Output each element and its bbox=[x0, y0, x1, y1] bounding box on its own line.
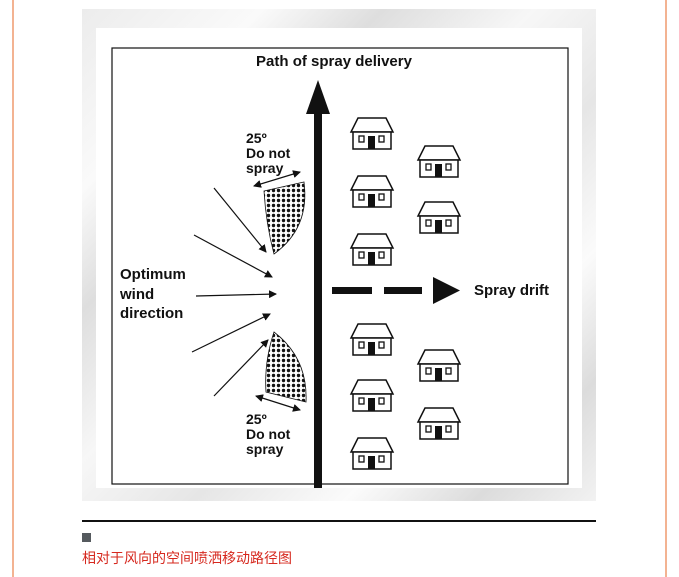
marble-frame: Path of spray delivery Spray drift Optim… bbox=[82, 9, 596, 501]
angle-arrow-bottom bbox=[255, 394, 301, 412]
house-icon bbox=[350, 233, 394, 266]
spray-drift-label: Spray drift bbox=[474, 282, 549, 299]
no-spray-zone-bottom bbox=[265, 331, 307, 403]
house-icon bbox=[350, 117, 394, 150]
diagram-title: Path of spray delivery bbox=[256, 53, 413, 70]
no-spray-zone-top bbox=[263, 181, 306, 255]
caption-divider bbox=[82, 520, 596, 522]
house-icon bbox=[350, 323, 394, 356]
page-left-border bbox=[12, 0, 14, 577]
house-icon bbox=[350, 379, 394, 412]
caption-bullet-icon bbox=[82, 533, 91, 542]
no-spray-label-top: 25º Do not spray bbox=[246, 130, 294, 176]
house-icon bbox=[417, 407, 461, 440]
house-icon bbox=[417, 145, 461, 178]
page-right-border bbox=[665, 0, 667, 577]
spray-diagram: Path of spray delivery Spray drift Optim… bbox=[111, 47, 569, 488]
diagram-panel: Path of spray delivery Spray drift Optim… bbox=[96, 28, 582, 488]
spray-drift-arrow bbox=[332, 277, 460, 304]
wind-arrows bbox=[191, 187, 277, 397]
house-icon bbox=[417, 349, 461, 382]
diagram-border bbox=[111, 47, 569, 485]
no-spray-label-bottom: 25º Do not spray bbox=[246, 411, 294, 457]
figure-caption: 相对于风向的空间喷洒移动路径图 bbox=[82, 551, 292, 567]
wind-direction-label: Optimum wind direction bbox=[119, 266, 190, 322]
house-icon bbox=[417, 201, 461, 234]
spray-path-arrow bbox=[306, 80, 330, 488]
house-icon bbox=[350, 437, 394, 470]
house-icon bbox=[350, 175, 394, 208]
angle-arrow-top bbox=[253, 170, 301, 188]
